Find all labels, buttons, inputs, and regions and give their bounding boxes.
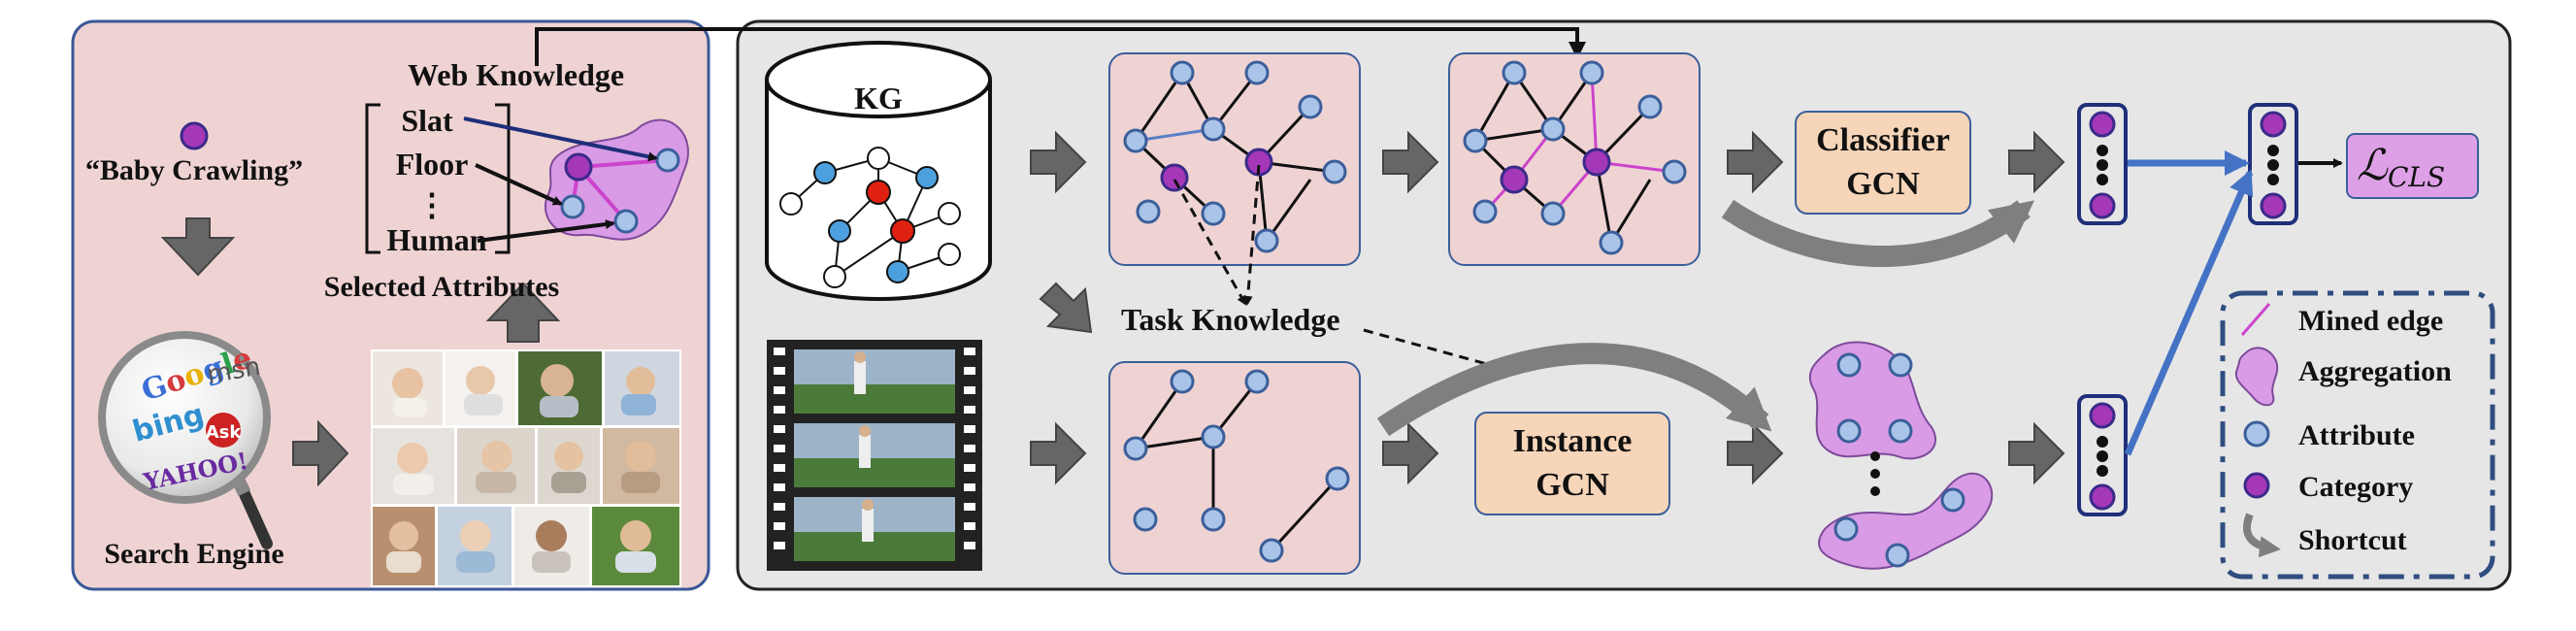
right-arrow-icon — [1382, 421, 1439, 485]
legend-category-label: Category — [2298, 471, 2413, 503]
legend-shortcut-label: Shortcut — [2298, 524, 2407, 556]
search-engine-icon: Google msn bing Ask YAHOO! — [98, 331, 273, 549]
classifier-gcn-box: Classifier GCN — [1795, 111, 1971, 215]
task-knowledge-arrow — [1363, 328, 1506, 372]
video-film-strip — [767, 340, 982, 571]
blue-arrow — [2124, 169, 2254, 456]
legend-aggregation-label: Aggregation — [2298, 355, 2452, 387]
shortcut-arrow — [1376, 343, 1772, 437]
svg-text:Ask: Ask — [206, 422, 243, 443]
mined-edge-icon — [2240, 303, 2271, 336]
task-knowledge-arrow — [1242, 164, 1261, 306]
attribute-floor: Floor — [396, 147, 469, 182]
cls-loss-box: ℒ CLS — [2346, 133, 2479, 199]
classifier-feature-vector — [2077, 103, 2128, 225]
legend-mined-edge-label: Mined edge — [2298, 305, 2443, 337]
diagonal-arrow-icon — [1039, 282, 1093, 334]
attribute-bracket-left — [365, 103, 380, 254]
knowledge-graph-database: KG — [765, 41, 992, 301]
instance-gcn-box: Instance GCN — [1474, 412, 1670, 515]
instance-graph — [1108, 361, 1361, 575]
attribute-slat: Slat — [401, 103, 453, 138]
aggregation-blob-group — [1808, 341, 1994, 570]
aggregation-blob-icon — [2234, 347, 2279, 407]
attribute-ellipsis: ⋮ — [416, 187, 447, 222]
down-arrow-icon — [160, 217, 236, 277]
category-node — [564, 152, 593, 182]
task-knowledge-arrow — [1172, 179, 1247, 306]
attribute-node-icon — [2243, 420, 2270, 448]
attribute-node — [613, 209, 639, 234]
right-arrow-icon — [1030, 421, 1087, 485]
loss-symbol: ℒ — [2357, 141, 2389, 190]
legend-attribute-label: Attribute — [2298, 419, 2415, 451]
attribute-node — [560, 194, 585, 219]
legend: Mined edge Aggregation Attribute Categor… — [2220, 290, 2495, 580]
model-panel: KG — [535, 19, 2512, 591]
up-arrow-icon — [485, 282, 561, 343]
svg-text:Instance: Instance — [1513, 423, 1633, 459]
web-knowledge-label: Web Knowledge — [408, 57, 624, 92]
right-arrow-icon — [1382, 130, 1439, 194]
right-arrow-icon — [1727, 421, 1784, 485]
web-knowledge-panel: “Baby Crawling” Google msn bing Ask YAHO… — [71, 19, 710, 591]
instance-feature-vector — [2077, 394, 2128, 516]
task-knowledge-label: Task Knowledge — [1121, 302, 1340, 337]
attribute-node — [655, 148, 680, 173]
fused-feature-vector — [2248, 103, 2298, 225]
selected-attributes-label: Selected Attributes — [324, 271, 559, 303]
right-arrow-icon — [2008, 130, 2065, 194]
search-engine-label: Search Engine — [104, 538, 283, 570]
right-arrow-icon — [2008, 421, 2065, 485]
right-arrow-icon — [1727, 130, 1784, 194]
svg-text:GCN: GCN — [1536, 467, 1609, 503]
enriched-graph — [1448, 52, 1701, 266]
loss-subscript: CLS — [2388, 161, 2445, 193]
shortcut-arrow-icon — [2243, 513, 2281, 558]
right-arrow-icon — [292, 419, 349, 487]
shortcut-arrow — [1721, 199, 2034, 268]
svg-text:Classifier: Classifier — [1816, 122, 1950, 158]
query-label: “Baby Crawling” — [85, 154, 303, 186]
svg-text:GCN: GCN — [1846, 166, 1920, 202]
category-node-icon — [2243, 472, 2270, 499]
task-graph — [1108, 52, 1361, 266]
right-arrow-icon — [1030, 130, 1087, 194]
attribute-human: Human — [386, 222, 486, 257]
kg-label: KG — [854, 81, 903, 116]
web-knowledge-connector — [535, 27, 1586, 66]
category-node — [180, 121, 209, 150]
web-image-grid — [371, 349, 681, 587]
